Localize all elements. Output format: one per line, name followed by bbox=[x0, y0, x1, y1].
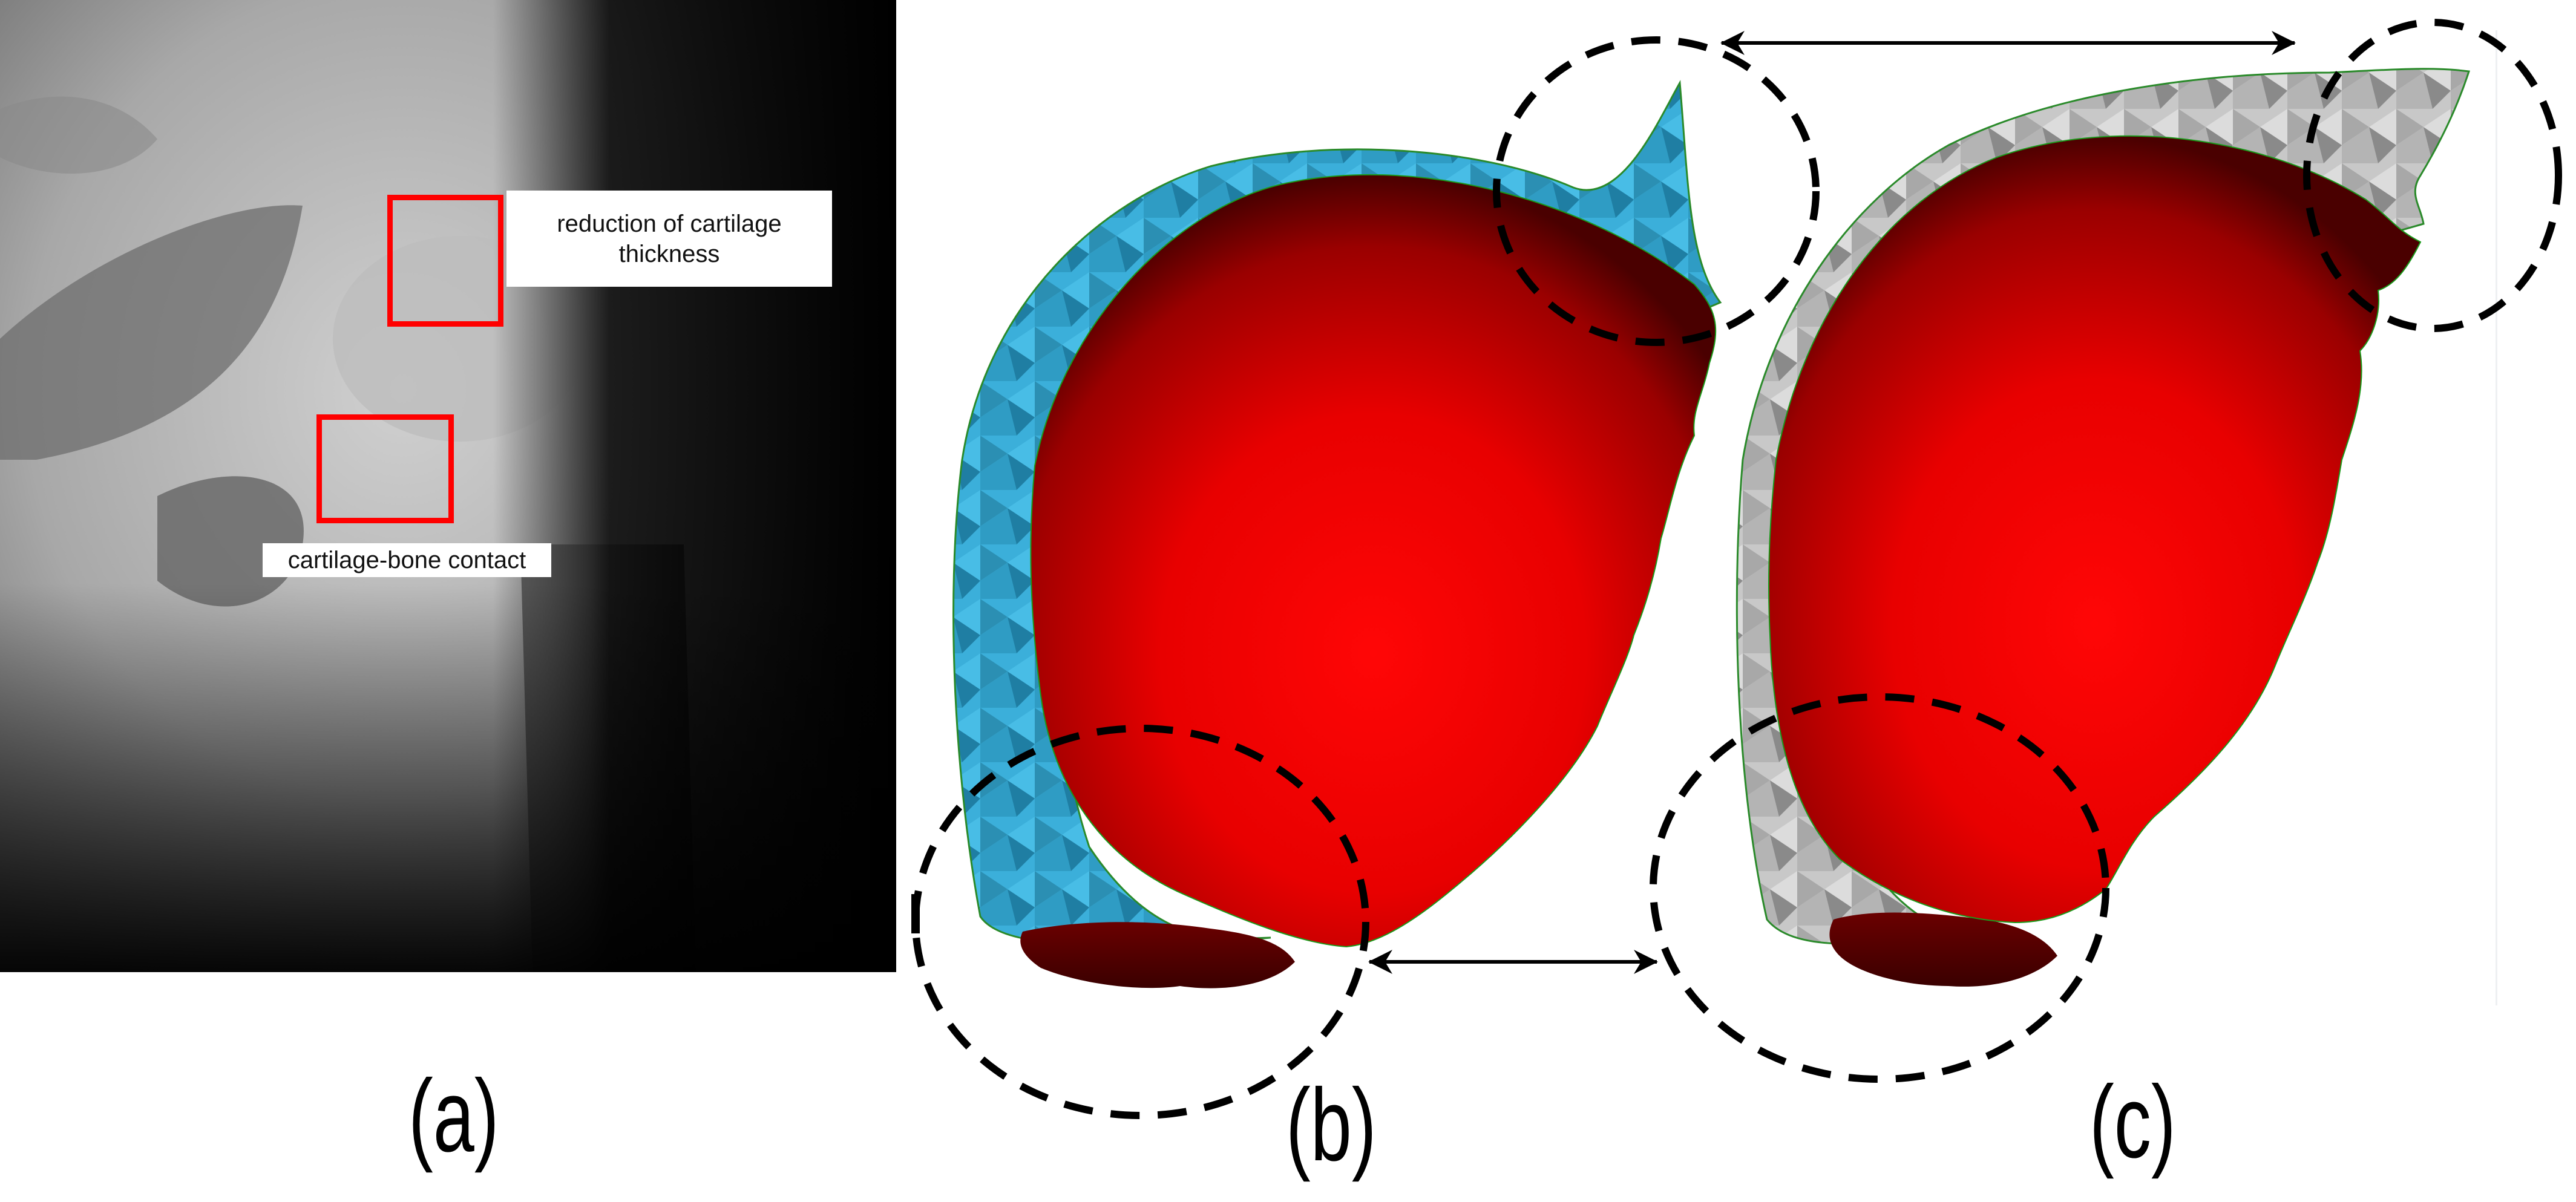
panel-b-mesh bbox=[952, 80, 1722, 988]
panel-c-mesh bbox=[1735, 68, 2470, 987]
panel-label-c: (c) bbox=[2089, 1065, 2176, 1180]
panel-b-bone-lower-bulge bbox=[1020, 922, 1295, 988]
panel-c-border-line bbox=[2496, 30, 2497, 1005]
annotation-box-cartilage-thickness bbox=[387, 195, 503, 327]
annotation-label-cartilage-bone-contact: cartilage-bone contact bbox=[263, 543, 551, 577]
hip-radiograph-illustration bbox=[0, 0, 896, 972]
annotation-label-line1: reduction of cartilage bbox=[557, 210, 782, 237]
panel-c-bone-lower-bulge bbox=[1829, 912, 2057, 987]
panel-b-bone-surface bbox=[1030, 174, 1717, 948]
panel-label-a: (a) bbox=[408, 1059, 499, 1174]
xray-image-panel: reduction of cartilage thickness cartila… bbox=[0, 0, 896, 972]
annotation-label-cartilage-thickness: reduction of cartilage thickness bbox=[506, 191, 832, 287]
panel-label-b: (b) bbox=[1286, 1068, 1377, 1183]
annotation-label-line2: thickness bbox=[618, 240, 720, 267]
annotation-box-cartilage-bone-contact bbox=[316, 414, 454, 523]
